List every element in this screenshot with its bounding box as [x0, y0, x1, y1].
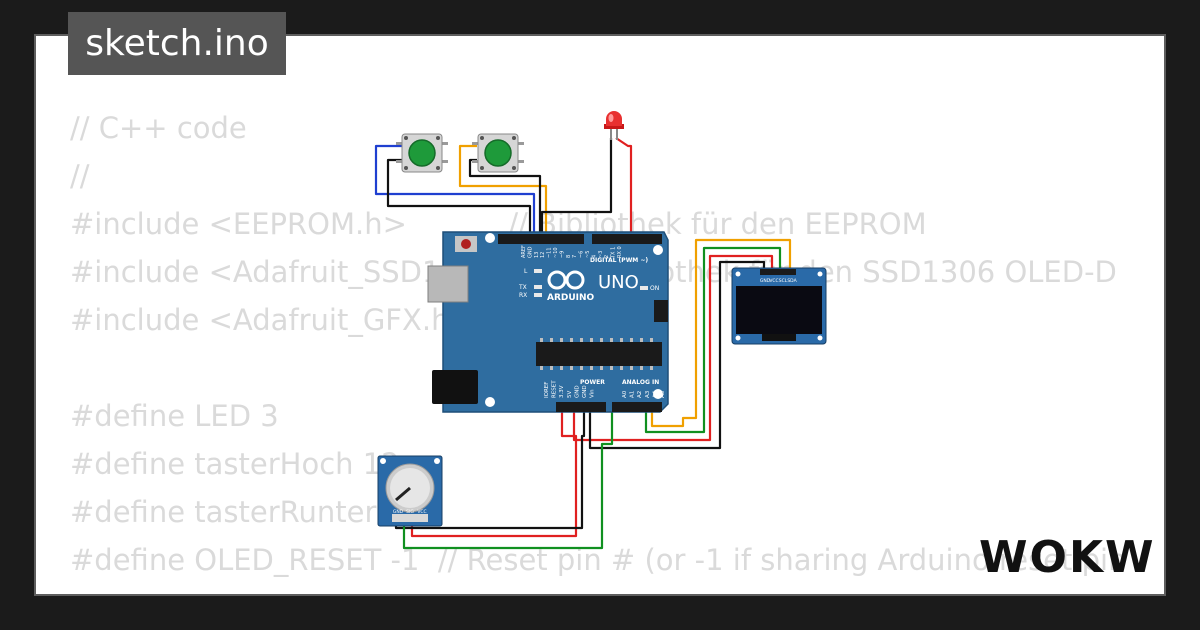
- board-model-label: UNO: [598, 272, 639, 293]
- pin-label: A3: [645, 390, 651, 398]
- wire-red: [410, 412, 578, 538]
- pin-label: TX 1: [611, 247, 617, 259]
- on-label: ON: [650, 285, 659, 292]
- wire-black: [588, 260, 766, 450]
- pin-label: VCC: [769, 278, 778, 284]
- wire-green: [402, 412, 614, 550]
- wokwi-logo-text: WOKWI: [979, 532, 1155, 583]
- pin-label: A2: [637, 391, 643, 398]
- code-line: #define SCREEN_WIDTH 128 // OLED Display…: [70, 584, 1126, 594]
- wire-orange: [458, 144, 548, 240]
- pin-label: Vin: [590, 389, 596, 398]
- pin-label: ~6: [579, 251, 585, 258]
- wires: [374, 137, 792, 550]
- digital-label: DIGITAL (PWM ~): [590, 257, 648, 264]
- pin-label: 12: [540, 252, 546, 258]
- wire-green: [644, 246, 782, 434]
- pin-label: 13: [534, 252, 540, 258]
- pin-label: GND: [582, 385, 588, 398]
- pin-label: GND: [527, 246, 533, 258]
- pin-label: SCL: [779, 278, 788, 284]
- wokwi-logo: WOKWI: [979, 532, 1155, 583]
- pin-label: A0: [622, 390, 628, 398]
- pin-label: 4: [591, 255, 597, 258]
- pin-label: 2: [604, 255, 610, 258]
- pin-label: ~9: [559, 251, 565, 258]
- pin-label: ~5: [585, 251, 591, 258]
- analog-label: ANALOG IN: [622, 379, 659, 386]
- pin-label: A4: [652, 390, 658, 398]
- pin-label: GND: [393, 509, 404, 515]
- wire-black: [394, 412, 586, 530]
- arduino-uno-board[interactable]: UNO ARDUINO DIGITAL (PWM ~) POWER ANALOG…: [427, 231, 669, 413]
- pin-label: GND: [574, 385, 580, 398]
- pin-label: IOREF: [544, 382, 550, 398]
- pin-label: ~10: [553, 247, 559, 258]
- led-rx-label: RX: [519, 292, 527, 299]
- code-line: #define LED 3: [70, 399, 279, 433]
- pin-label: RESET: [552, 380, 558, 398]
- pin-label: SIG: [406, 509, 414, 515]
- push-button-2[interactable]: [472, 133, 524, 173]
- code-line: #define tasterHoch 12: [70, 447, 400, 481]
- code-line: #include <EEPROM.h> // Bibliothek für de…: [70, 207, 927, 241]
- code-line: // C++ code: [70, 111, 247, 145]
- pin-label: SDA: [787, 278, 797, 284]
- pin-label: VCC: [417, 509, 426, 515]
- pin-label: A5: [660, 390, 666, 398]
- power-label: POWER: [580, 379, 605, 386]
- push-button-1[interactable]: [396, 133, 448, 173]
- code-line: //: [70, 159, 90, 193]
- red-led[interactable]: [604, 111, 624, 140]
- pin-label: 7: [572, 255, 578, 258]
- pin-label: AREF: [521, 245, 527, 258]
- pin-label: 3.3V: [559, 385, 565, 398]
- pin-label: ~11: [547, 247, 553, 258]
- pin-label: 5V: [567, 391, 573, 398]
- led-l-label: L: [524, 268, 528, 275]
- wire-red: [615, 137, 633, 240]
- pin-label: A1: [630, 391, 636, 398]
- wire-black: [386, 158, 532, 240]
- pin-label: 8: [566, 255, 572, 258]
- led-tx-label: TX: [518, 284, 527, 291]
- pin-label: GND: [760, 278, 771, 284]
- code-line: #include <Adafruit_GFX.h>: [70, 303, 474, 337]
- wire-orange: [650, 238, 792, 428]
- pin-label: RX 0: [617, 246, 623, 258]
- sketch-tab[interactable]: sketch.ino: [68, 12, 286, 75]
- board-brand-label: ARDUINO: [547, 293, 595, 303]
- wire-blue: [374, 144, 536, 240]
- arduino-infinity-icon: [547, 270, 585, 290]
- pin-label: ~3: [598, 251, 604, 258]
- wire-black: [540, 138, 613, 240]
